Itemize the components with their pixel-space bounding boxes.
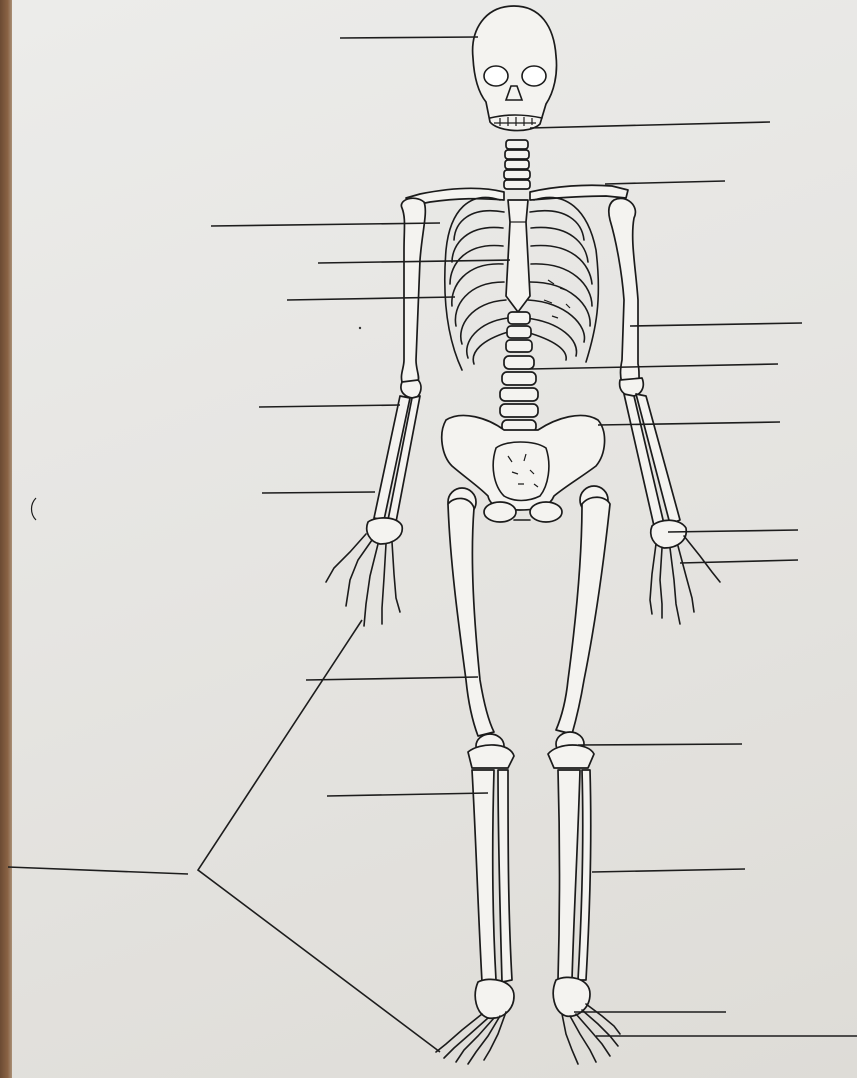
label-line-patella	[578, 744, 742, 745]
label-line-femur	[306, 677, 478, 680]
label-line-carpals	[668, 530, 798, 532]
label-line-humerus	[630, 323, 802, 326]
label-line-clavicle	[605, 181, 725, 184]
label-line-pelvis	[598, 422, 780, 425]
paper-dot	[359, 327, 361, 329]
label-line-phalanges	[8, 867, 188, 874]
label-lines	[8, 37, 857, 1052]
label-line-skull	[340, 37, 478, 38]
label-line-vertebrae	[530, 364, 778, 369]
label-line-ribs	[287, 297, 455, 300]
label-line-tibia	[327, 793, 488, 796]
label-line-radius	[259, 405, 400, 407]
left-leg	[548, 486, 620, 1064]
vertebral-column	[500, 312, 538, 432]
label-line-ulna	[262, 492, 375, 493]
right-leg	[436, 488, 514, 1064]
label-line-metacarpals	[680, 560, 798, 563]
skeleton-figure	[326, 6, 720, 1064]
paper-mark	[32, 498, 37, 520]
label-line-mandible	[530, 122, 770, 128]
cervical-vertebrae	[504, 140, 530, 189]
label-line-fibula	[592, 869, 745, 872]
skull	[473, 6, 557, 131]
left-arm	[609, 198, 720, 624]
phalanges-bracket	[198, 620, 440, 1052]
